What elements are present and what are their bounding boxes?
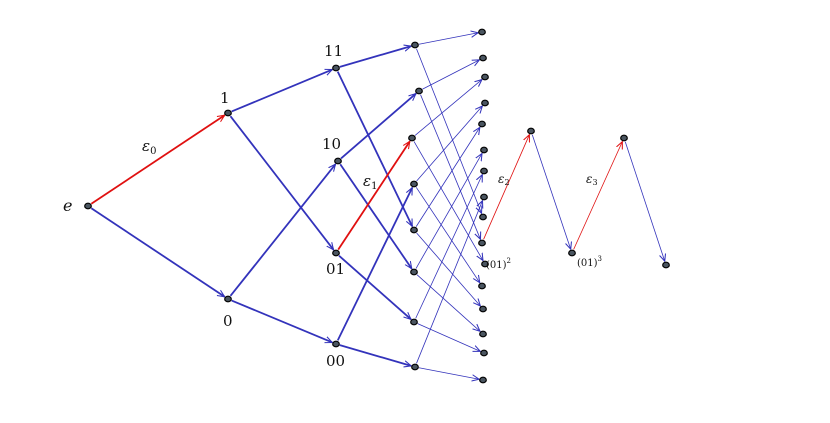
edge-e-n0 xyxy=(90,207,224,298)
node-r8 xyxy=(479,213,487,221)
node-r14 xyxy=(480,349,488,357)
label-epsilon-1: ε1 xyxy=(363,172,377,192)
edge-n11-m0 xyxy=(339,46,411,68)
edge-thin-m7-r15 xyxy=(418,367,479,379)
edge-highlight-n01-m2 xyxy=(337,141,411,251)
edge-n10-m5 xyxy=(339,163,413,268)
label-node-00: 00 xyxy=(326,352,345,370)
node-r0 xyxy=(478,28,486,36)
node-z3 xyxy=(620,134,628,142)
label-epsilon-2: ε2 xyxy=(498,172,510,187)
edge-n1-n11 xyxy=(231,68,333,113)
node-n11 xyxy=(332,64,340,72)
edge-n1-n01 xyxy=(229,115,333,250)
node-r9 xyxy=(478,239,486,247)
node-m4 xyxy=(410,226,418,234)
edge-thin-m1-r1 xyxy=(422,60,480,90)
edge-thin-m5-r13 xyxy=(416,274,480,332)
node-r12 xyxy=(479,305,487,313)
nodes-layer xyxy=(84,28,670,384)
edge-thin-m0-r8 xyxy=(416,48,481,214)
edge-thin-z1-z2 xyxy=(531,134,570,249)
node-m3 xyxy=(410,180,418,188)
node-n01 xyxy=(332,249,340,257)
node-r2 xyxy=(481,73,489,81)
edge-thin-highlight-z2-z3 xyxy=(573,142,623,250)
edge-thin-highlight-r9-z1 xyxy=(483,135,530,240)
label-power-01-3: (01)3 xyxy=(577,255,602,269)
edge-thin-m0-r0 xyxy=(418,33,478,45)
label-node-0: 0 xyxy=(223,312,233,330)
node-z1 xyxy=(527,127,535,135)
label-node-1: 1 xyxy=(220,89,230,107)
edge-thin-m4-r12 xyxy=(416,232,481,306)
node-r7 xyxy=(480,193,488,201)
label-epsilon-3: ε3 xyxy=(586,172,598,187)
node-m6 xyxy=(410,318,418,326)
labels-layer: e 1 0 11 10 01 00 ε0 ε1 ε2 ε3 (01)2 (01)… xyxy=(63,42,602,370)
edge-n11-m4 xyxy=(336,71,414,227)
edge-thin-m2-r2 xyxy=(414,80,482,136)
node-z4 xyxy=(662,261,670,269)
node-m2 xyxy=(408,134,416,142)
label-node-01: 01 xyxy=(326,260,345,278)
node-m7 xyxy=(411,363,419,371)
edge-highlight-e-n1 xyxy=(90,114,224,205)
edge-thin-m3-r3 xyxy=(416,106,483,182)
node-m5 xyxy=(410,268,418,276)
label-power-01-2: (01)2 xyxy=(486,257,511,271)
edge-thin-m6-r6 xyxy=(415,175,483,319)
node-r11 xyxy=(478,282,486,290)
node-m0 xyxy=(411,41,419,49)
edge-thin-m6-r14 xyxy=(417,323,481,352)
node-n0 xyxy=(224,295,232,303)
label-node-10: 10 xyxy=(322,135,341,153)
edge-thin-m5-r5 xyxy=(415,153,482,269)
node-r3 xyxy=(481,99,489,107)
edge-n01-m6 xyxy=(338,254,411,320)
edge-thin-m1-r9 xyxy=(420,94,481,240)
edge-thin-m7-r7 xyxy=(416,201,483,364)
edge-thin-z3-z4 xyxy=(624,141,664,261)
edge-n0-n10 xyxy=(229,164,335,297)
edge-thin-m2-r10 xyxy=(413,141,483,260)
edge-thin-m3-r11 xyxy=(415,187,480,282)
node-r5 xyxy=(480,146,488,154)
node-z2 xyxy=(568,249,576,257)
edge-n00-m7 xyxy=(339,344,411,366)
label-epsilon-0: ε0 xyxy=(142,137,156,157)
node-n1 xyxy=(224,109,232,117)
label-root: e xyxy=(63,196,72,215)
edge-n10-m1 xyxy=(340,94,416,160)
edge-n0-n00 xyxy=(231,299,333,344)
node-r13 xyxy=(479,330,487,338)
node-r15 xyxy=(479,376,487,384)
node-n10 xyxy=(334,157,342,165)
node-e xyxy=(84,202,92,210)
node-r10 xyxy=(481,260,489,268)
node-n00 xyxy=(332,340,340,348)
node-r4 xyxy=(478,120,486,128)
node-m1 xyxy=(415,87,423,95)
edges-layer xyxy=(90,33,664,379)
label-node-11: 11 xyxy=(324,42,343,60)
edge-thin-m4-r4 xyxy=(415,127,480,227)
edge-n00-m3 xyxy=(336,188,414,341)
node-r6 xyxy=(480,167,488,175)
node-r1 xyxy=(479,54,487,62)
